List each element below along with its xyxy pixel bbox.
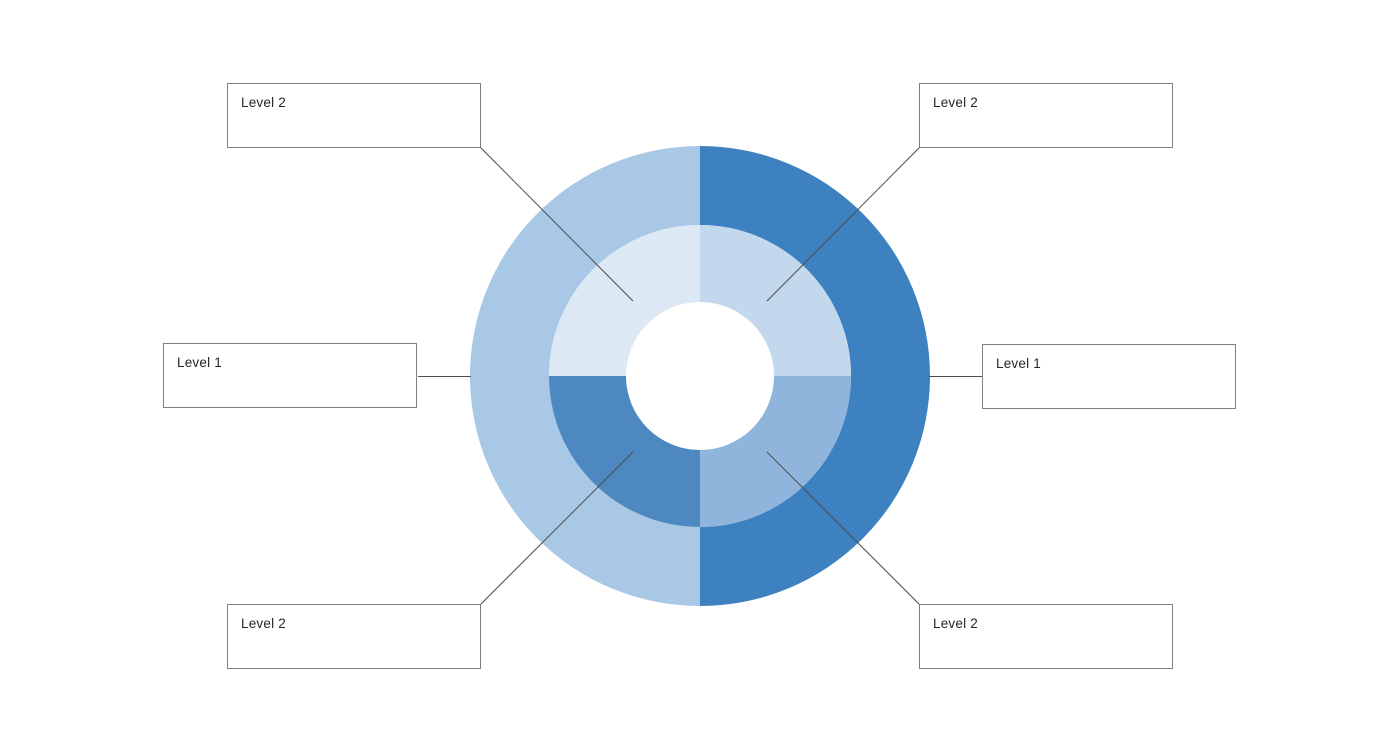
- donut-inner-bottom-left-segment: [549, 376, 700, 527]
- connector-bottom-right-diagonal: [766, 451, 920, 605]
- label-box-top-left: Level 2: [227, 83, 481, 148]
- donut-inner-bottom-right-segment: [700, 376, 851, 527]
- label-box-top-right: Level 2: [919, 83, 1173, 148]
- label-box-right: Level 1: [982, 344, 1236, 409]
- connector-top-right-diagonal: [766, 147, 920, 302]
- label-box-text: Level 2: [933, 616, 978, 631]
- connector-top-left-diagonal: [480, 147, 634, 302]
- donut-outer-left-segment: [470, 146, 700, 606]
- label-box-text: Level 2: [241, 616, 286, 631]
- donut-inner-top-right-segment: [700, 225, 851, 376]
- donut-outer-right-segment: [700, 146, 930, 606]
- label-box-text: Level 1: [996, 356, 1041, 371]
- label-box-text: Level 2: [241, 95, 286, 110]
- label-box-text: Level 1: [177, 355, 222, 370]
- donut-inner-top-left-segment: [549, 225, 700, 376]
- label-box-bottom-left: Level 2: [227, 604, 481, 669]
- label-box-bottom-right: Level 2: [919, 604, 1173, 669]
- label-box-left: Level 1: [163, 343, 417, 408]
- connector-bottom-left-diagonal: [480, 451, 634, 605]
- label-box-text: Level 2: [933, 95, 978, 110]
